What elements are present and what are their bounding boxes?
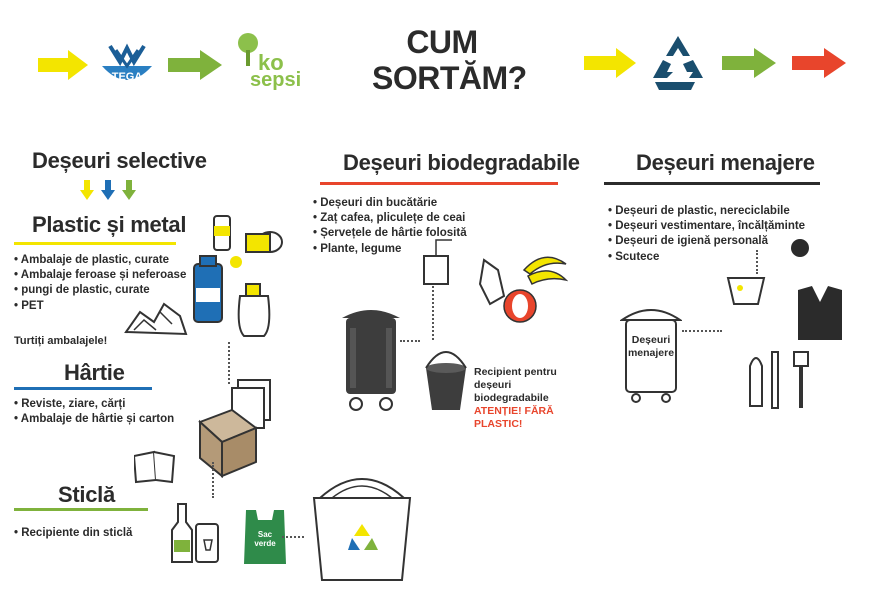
list-item: Reviste, ziare, cărți [14,397,174,412]
yellow-arrow-icon [38,50,88,80]
connector-line [282,536,304,538]
green-arrow-icon [722,48,776,78]
bucket-icon [425,351,467,410]
selective-heading: Deșeuri selective [32,148,207,173]
ekosepsi-logo: ko sepsi [236,32,310,92]
food-scraps-icon [478,256,568,323]
household-bin-icon [620,309,682,403]
bio-caption-line1: Recipient pentru deșeuri [474,366,557,391]
plastic-heading: Plastic și metal [32,212,187,237]
bio-caption-line2: biodegradabile [474,392,549,404]
bio-underline [320,182,558,185]
hygiene-items-icon [749,351,809,409]
tega-logo-text: TEGA [112,71,143,83]
list-item: Deșeuri de igienă personală [608,234,805,249]
connector-line [400,340,420,342]
sepsi-text: sepsi [250,69,302,91]
connector-line [228,342,230,384]
page-title: CUM SORTĂM? [372,24,527,96]
bag-label: Sac verde [240,530,290,548]
yellow-arrow-icon [584,48,636,78]
list-item: pungi de plastic, curate [14,283,186,298]
recycling-bin-icon [312,478,412,581]
list-item: Ambalaje feroase și neferoase [14,268,187,283]
household-list: Deșeuri de plastic, nereciclabile Deșeur… [608,204,805,265]
glass-heading: Sticlă [58,482,115,507]
list-item: Ambalaje de plastic, curate [14,253,186,268]
list-item: Deșeuri de plastic, nereciclabile [608,204,805,219]
connector-line [212,462,214,498]
paper-underline [14,387,152,390]
sun-stain-icon [791,239,809,257]
household-underline [604,182,820,185]
plastic-metal-items-icon [193,215,283,337]
green-bag: Sac verde [240,500,290,566]
diaper-icon [726,277,766,305]
bio-heading: Deșeuri biodegradabile [343,150,580,175]
list-item: Deșeuri din bucătărie [313,196,467,211]
green-arrow-icon [168,50,222,80]
bag-icon [244,510,286,564]
plastic-note: Turtiți ambalajele! [14,335,108,347]
dark-bin-icon [342,310,400,411]
household-bin-label-line2: menajere [627,347,675,359]
tea-bag-icon [423,239,452,285]
plastic-underline [14,242,176,245]
household-bin-label-line1: Deșeuri [631,334,671,346]
crushed-packaging-icon [124,302,188,336]
page-title-line2: SORTĂM? [372,60,527,96]
plastic-list: Ambalaje de plastic, curate Ambalaje fer… [14,253,187,314]
list-item: Șervețele de hârtie folosită [313,226,466,241]
bag-label-line1: Sac [257,530,273,539]
paper-heading: Hârtie [64,360,125,385]
list-item: Ambalaje de hârtie și carton [14,412,174,427]
bio-warning: ATENȚIE! FĂRĂ PLASTIC! [474,405,554,430]
red-arrow-icon [792,48,846,78]
tree-icon [238,33,258,66]
glass-list: Recipiente din sticlă [14,526,132,541]
connector-line [682,330,722,332]
eko-text: ko [258,50,284,75]
bio-list: Deșeuri din bucătărie Zaț cafea, plicule… [313,196,467,257]
list-item: Scutece [608,250,805,265]
color-arrows-icon [80,180,136,200]
recycle-icon [653,36,703,90]
page-title-line1: CUM [406,24,478,60]
list-item: Recipiente din sticlă [14,526,132,541]
connector-line [756,250,758,274]
list-item: Plante, legume [313,242,467,257]
household-bin-label: Deșeuri menajere [626,334,676,360]
bag-label-line2: verde [254,539,276,548]
tega-logo: TEGA [102,43,152,83]
bio-caption: Recipient pentru deșeuri biodegradabile … [474,366,594,431]
connector-line [432,286,434,340]
household-heading: Deșeuri menajere [636,150,815,175]
shirt-icon [798,286,842,340]
list-item: Deșeuri vestimentare, încălțăminte [608,219,805,234]
glass-underline [14,508,148,511]
paper-list: Reviste, ziare, cărți Ambalaje de hârtie… [14,397,174,427]
paper-items-icon [134,379,271,484]
list-item: PET [14,299,186,314]
glass-items-icon [171,503,219,563]
list-item: Zaț cafea, pliculețe de ceai [313,211,467,226]
